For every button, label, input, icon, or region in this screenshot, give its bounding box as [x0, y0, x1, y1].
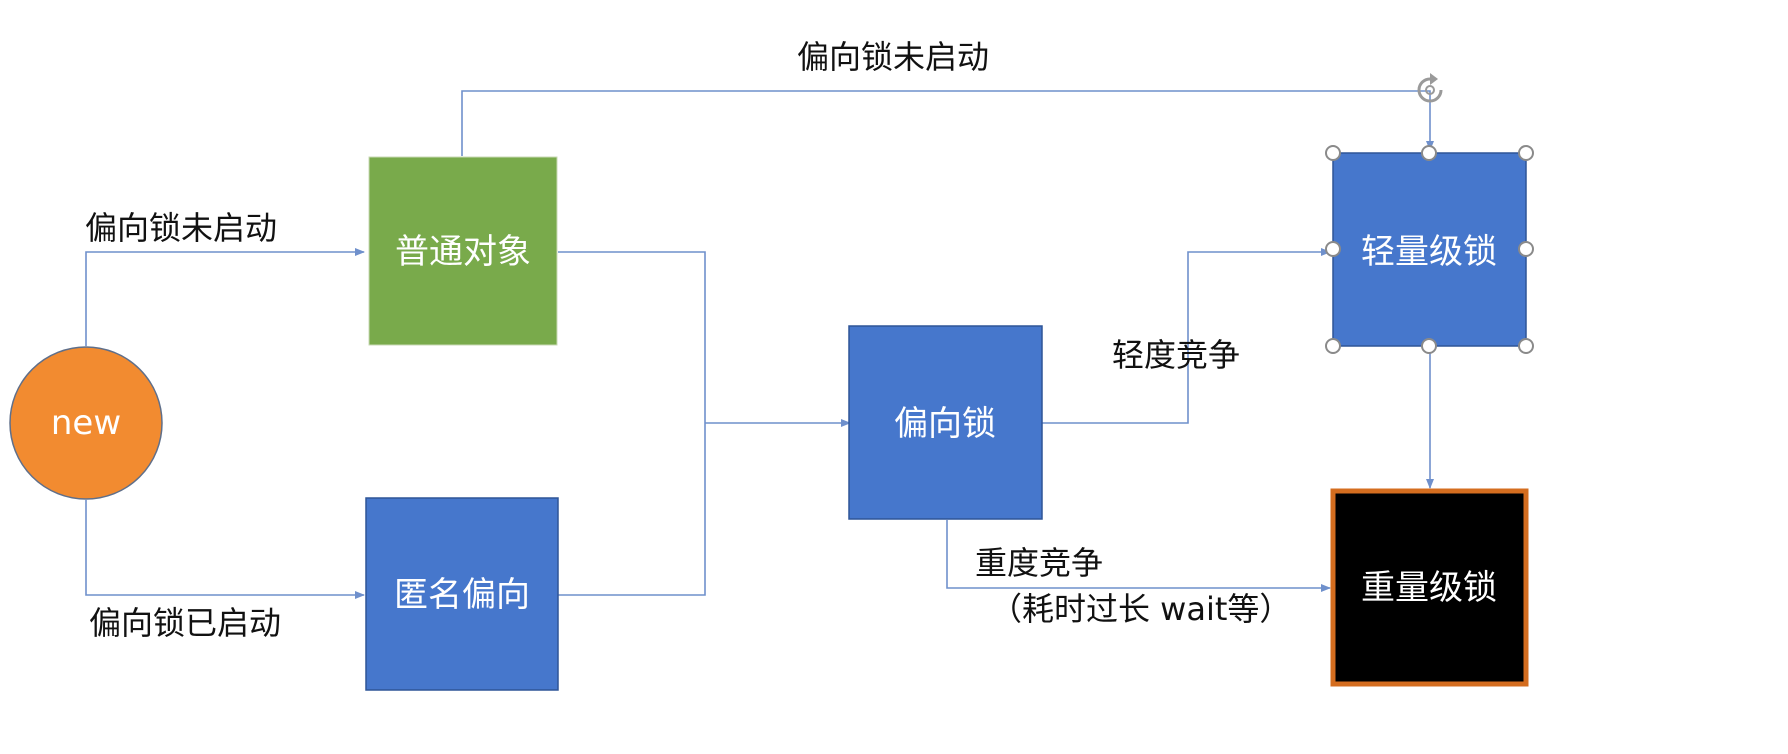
node-new[interactable]: new [9, 346, 163, 500]
new-circle[interactable] [9, 346, 163, 500]
biased-lock-box[interactable] [848, 325, 1043, 520]
edge-label-new-to-anonymous: 偏向锁已启动 [89, 604, 281, 642]
edge-label-biased-to-lightweight: 轻度竞争 [1112, 336, 1240, 374]
heavyweight-lock-box[interactable] [1330, 488, 1529, 687]
node-lightweight-lock[interactable]: 轻量级锁 [1325, 73, 1534, 354]
resize-handle-bottom-right[interactable] [1518, 338, 1534, 354]
rotate-icon[interactable] [1417, 73, 1443, 103]
edge-new-to-normal[interactable] [85, 248, 365, 346]
resize-handle-top-left[interactable] [1325, 145, 1341, 161]
selection-handles[interactable] [1325, 145, 1534, 354]
node-anonymous-biased[interactable]: 匿名偏向 [365, 497, 559, 691]
heavyweight-lock-label: 重量级锁 [1361, 568, 1497, 608]
edge-biased-to-lightweight[interactable] [1042, 248, 1331, 424]
edge-normal-to-lightweight[interactable] [461, 90, 1434, 156]
edge-label-heavy-line1: 重度竞争 [975, 544, 1103, 582]
edges [85, 90, 1434, 599]
resize-handle-bottom-left[interactable] [1325, 338, 1341, 354]
edge-labels: 偏向锁未启动 偏向锁已启动 偏向锁未启动 轻度竞争 重度竞争 （耗时过长 wai… [85, 38, 1291, 642]
edge-new-to-anonymous[interactable] [85, 500, 365, 599]
resize-handle-bottom[interactable] [1421, 338, 1437, 354]
normal-object-label: 普通对象 [395, 232, 531, 272]
edge-label-normal-to-lightweight: 偏向锁未启动 [797, 38, 989, 76]
resize-handle-right[interactable] [1518, 241, 1534, 257]
biased-lock-label: 偏向锁 [894, 404, 996, 444]
edge-label-heavy-line2: （耗时过长 wait等） [990, 590, 1291, 628]
resize-handle-top-right[interactable] [1518, 145, 1534, 161]
anonymous-biased-box[interactable] [365, 497, 559, 691]
normal-object-box[interactable] [368, 156, 558, 346]
edge-label-new-to-normal: 偏向锁未启动 [85, 209, 277, 247]
new-label: new [51, 403, 121, 443]
node-biased-lock[interactable]: 偏向锁 [848, 325, 1043, 520]
resize-handle-top[interactable] [1421, 145, 1437, 161]
lightweight-lock-label: 轻量级锁 [1361, 232, 1497, 272]
resize-handle-left[interactable] [1325, 241, 1341, 257]
lightweight-lock-box[interactable] [1332, 152, 1527, 347]
node-normal-object[interactable]: 普通对象 [368, 156, 558, 346]
anonymous-biased-label: 匿名偏向 [394, 575, 530, 615]
node-heavyweight-lock[interactable]: 重量级锁 [1330, 488, 1529, 687]
edge-biased-to-heavyweight[interactable] [946, 520, 1331, 592]
edge-normal-to-junction[interactable] [558, 251, 706, 596]
